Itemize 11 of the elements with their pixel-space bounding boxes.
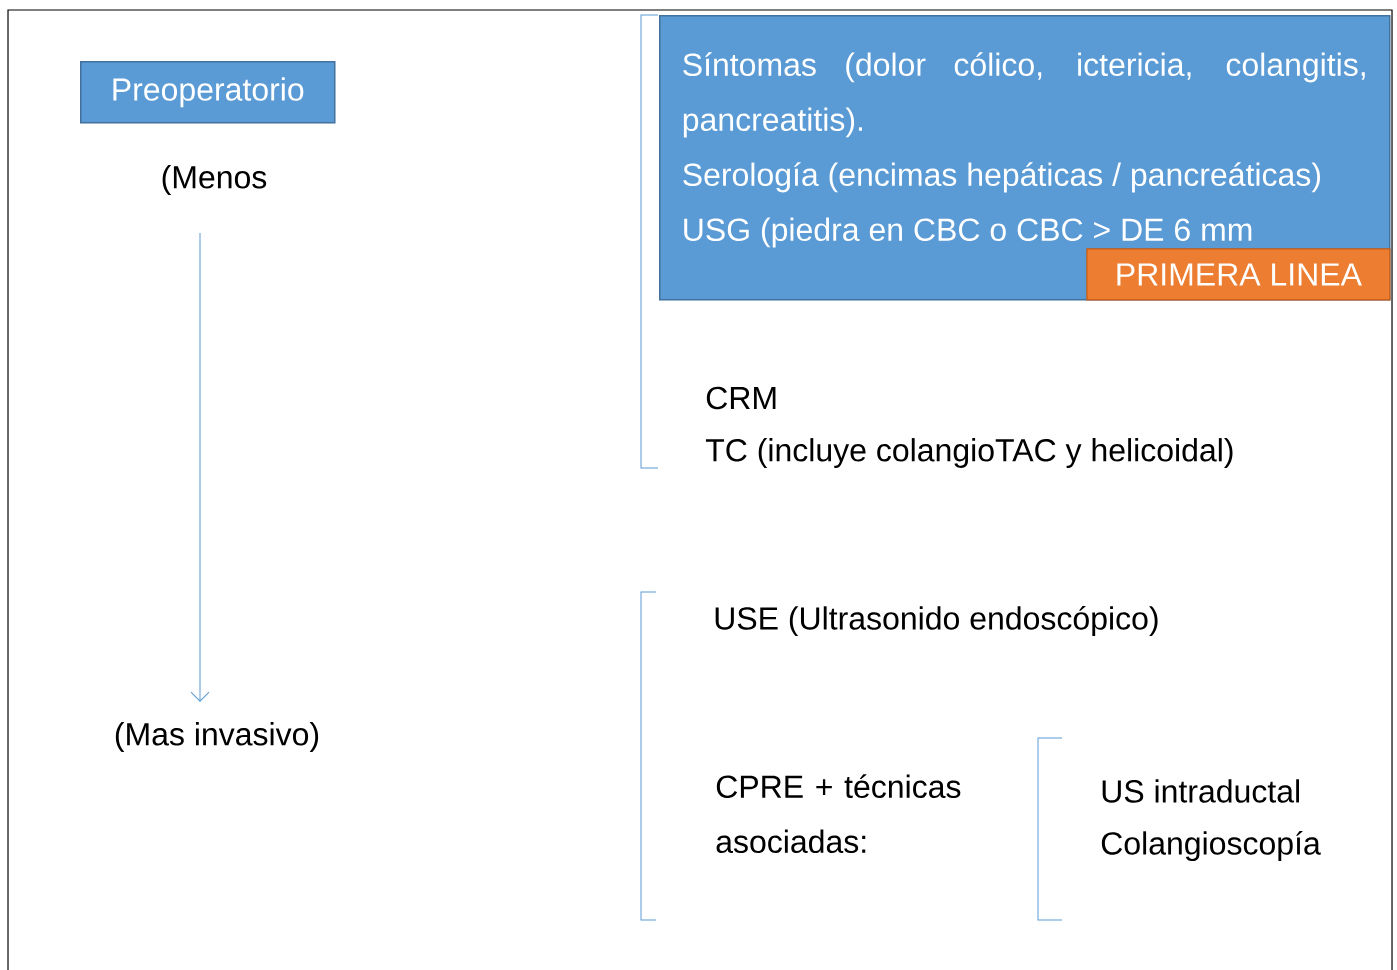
label-text: CRM bbox=[706, 386, 776, 410]
tag-box: PRIMERA LINEA bbox=[1086, 248, 1391, 301]
arrow bbox=[190, 232, 210, 702]
label-text: Colangioscopía bbox=[1101, 830, 1321, 862]
process-box: Preoperatorio bbox=[80, 61, 336, 124]
label-text: US intraductal bbox=[1102, 779, 1299, 803]
node-text: (Menos bbox=[162, 165, 267, 195]
node-text: (Mas invasivo) bbox=[115, 722, 319, 752]
label-text: USE (Ultrasonido endoscópico) bbox=[715, 605, 1158, 637]
label-text: TC (incluye colangioTAC y helicoidal) bbox=[705, 438, 1233, 468]
label-text: CPRE + técnicas asociadas: bbox=[716, 774, 961, 854]
